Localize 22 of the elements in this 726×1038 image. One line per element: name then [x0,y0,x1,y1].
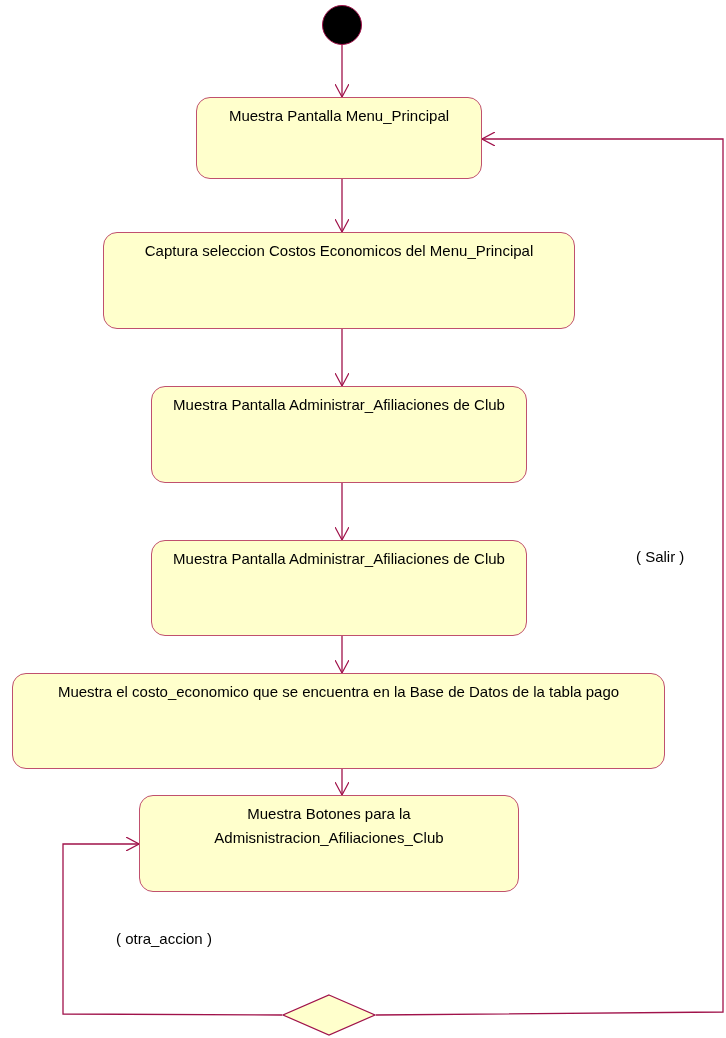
activity-box [139,795,519,892]
activity-box [103,232,575,329]
activity-text: Muestra el costo_economico que se encuentra en la Base de Datos de la tabla pago [57,682,620,702]
decision-diamond [282,994,376,1036]
arrow [334,768,350,796]
start-node [322,5,362,45]
activity-text: Muestra Pantalla Administrar_Afiliaciones de Club [173,549,505,569]
activity-box [151,386,527,483]
arrow [334,328,350,387]
arrow [334,178,350,233]
arrow [375,131,724,1016]
activity-box [151,540,527,636]
arrow [334,44,350,98]
activity-text: Muestra Pantalla Menu_Principal [228,106,450,126]
arrow [334,635,350,674]
arrow [334,482,350,541]
activity-text: Muestra Botones para la Admisnistracion_Afiliaciones_Club [213,804,445,848]
arrow [62,836,283,1016]
activity-box [196,97,482,179]
activity-box [12,673,665,769]
activity-text: Muestra Pantalla Administrar_Afiliaciones de Club [173,395,505,415]
activity-text: Captura seleccion Costos Economicos del Menu_Principal [144,241,534,261]
